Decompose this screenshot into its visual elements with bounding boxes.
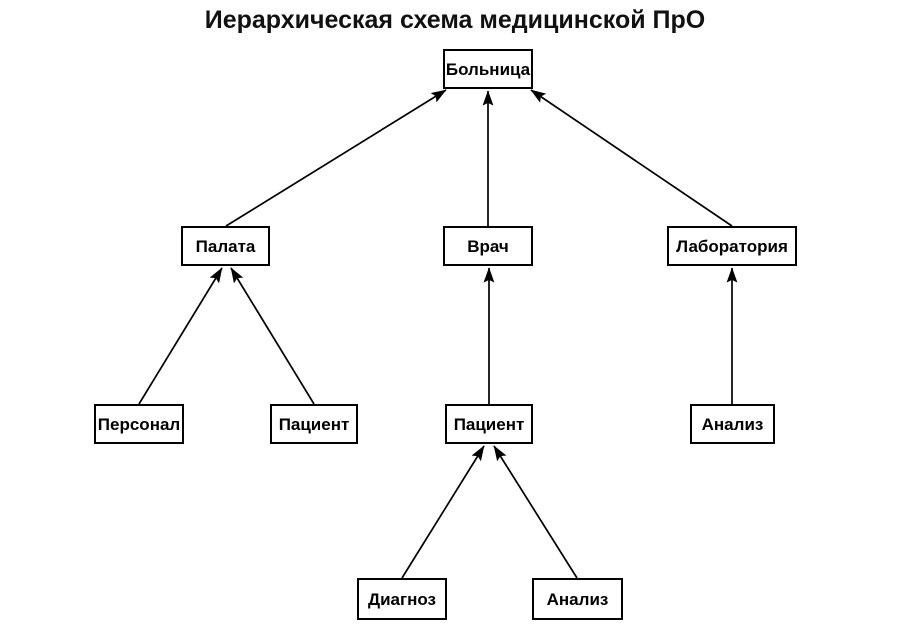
node-laboratory[interactable]: Лаборатория xyxy=(667,226,797,266)
node-label-analysis2: Анализ xyxy=(546,589,609,609)
node-analysis1[interactable]: Анализ xyxy=(690,404,775,444)
node-hospital[interactable]: Больница xyxy=(443,49,533,89)
node-label-ward: Палата xyxy=(195,236,256,256)
edge-analysis2-patient2 xyxy=(493,445,578,579)
node-doctor[interactable]: Врач xyxy=(443,226,533,266)
edge-diagnosis-patient2 xyxy=(401,445,485,579)
node-label-doctor: Врач xyxy=(467,236,509,256)
node-ward[interactable]: Палата xyxy=(181,226,270,266)
node-diagnosis[interactable]: Диагноз xyxy=(357,578,447,620)
diagram-title: Иерархическая схема медицинской ПрО xyxy=(204,6,706,34)
edge-laboratory-hospital xyxy=(530,89,733,227)
node-label-staff: Персонал xyxy=(97,414,181,434)
edge-patient1-ward xyxy=(230,267,315,405)
node-label-diagnosis: Диагноз xyxy=(368,589,436,609)
node-patient1[interactable]: Пациент xyxy=(270,404,358,444)
node-patient2[interactable]: Пациент xyxy=(445,404,533,444)
node-label-hospital: Больница xyxy=(445,59,531,79)
node-label-patient1: Пациент xyxy=(278,414,350,434)
node-label-patient2: Пациент xyxy=(453,414,525,434)
edge-staff-ward xyxy=(138,267,223,405)
node-analysis2[interactable]: Анализ xyxy=(532,578,623,620)
node-staff[interactable]: Персонал xyxy=(94,404,184,444)
node-label-analysis1: Анализ xyxy=(701,414,764,434)
edge-ward-hospital xyxy=(225,89,447,227)
node-label-laboratory: Лаборатория xyxy=(676,236,788,256)
